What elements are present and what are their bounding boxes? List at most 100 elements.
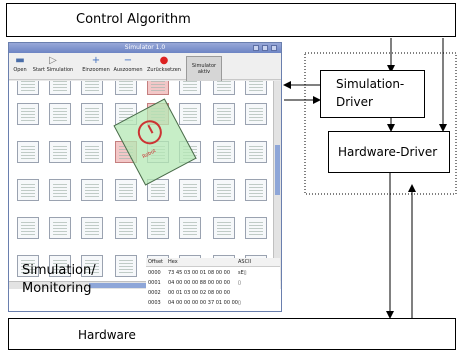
- simulator-window: Simulator 1.0 ▬ Open ▷ Start Simulation …: [8, 42, 282, 312]
- simulator-active-toggle[interactable]: Simulator aktiv: [186, 56, 222, 82]
- horizontal-scrollbar[interactable]: [9, 281, 273, 289]
- hex-row-offset: 0000: [148, 270, 161, 276]
- module-tile: [17, 255, 39, 277]
- maximize-icon[interactable]: [262, 45, 268, 51]
- hex-header-offset: Offset: [148, 259, 164, 265]
- vertical-scrollbar[interactable]: [273, 81, 281, 281]
- module-tile: [81, 217, 103, 239]
- module-tile: [81, 81, 103, 95]
- module-tile: [81, 141, 103, 163]
- driver-group-frame: [304, 52, 457, 195]
- module-tile: [49, 179, 71, 201]
- window-titlebar: Simulator 1.0: [9, 43, 281, 53]
- hex-row-bytes: 04 00 00 00 88 00 00 00: [168, 280, 231, 286]
- hex-table: Offset Hex ASCII 0000 73 45 03 00 01 08 …: [146, 258, 280, 310]
- module-tile: [179, 179, 201, 201]
- robot-label: Robot: [141, 148, 158, 161]
- module-tile: [81, 103, 103, 125]
- hex-header-ascii: ASCII: [238, 259, 252, 265]
- module-tile: [115, 179, 137, 201]
- hex-row-offset: 0002: [148, 290, 161, 296]
- module-tile: [49, 103, 71, 125]
- module-tile: [49, 217, 71, 239]
- hex-row-bytes: 00 01 03 00 02 08 00 00: [168, 290, 231, 296]
- module-tile: [17, 217, 39, 239]
- zoom-out-button[interactable]: − Auszoomen: [113, 55, 143, 73]
- zoom-in-label: Einzoomen: [82, 67, 110, 73]
- control-algorithm-label: Control Algorithm: [76, 12, 191, 27]
- simulation-driver-label-line2: Driver: [336, 95, 373, 109]
- module-tile: [81, 255, 103, 277]
- module-tile: [179, 217, 201, 239]
- module-tile: [81, 179, 103, 201]
- folder-icon: ▬: [15, 55, 25, 66]
- hex-row-ascii: ▯: [238, 280, 241, 286]
- hardware-driver-label: Hardware-Driver: [338, 145, 438, 159]
- module-tile: [17, 103, 39, 125]
- module-tile: [17, 141, 39, 163]
- hex-header: Offset Hex ASCII: [146, 258, 280, 267]
- module-tile: [245, 179, 267, 201]
- open-button[interactable]: ▬ Open: [12, 55, 28, 73]
- module-tile: [49, 141, 71, 163]
- hex-row-offset: 0001: [148, 280, 161, 286]
- minimize-icon[interactable]: [253, 45, 259, 51]
- module-tile: [179, 103, 201, 125]
- simulation-driver-box: [320, 70, 425, 118]
- control-algorithm-box: [6, 3, 456, 37]
- module-tile: [115, 81, 137, 95]
- hex-row-bytes: 04 00 00 00 00 37 01 00 00: [168, 300, 238, 306]
- module-tile: [213, 217, 235, 239]
- module-tile: [245, 141, 267, 163]
- module-tile: [147, 179, 169, 201]
- stop-icon: ●: [159, 55, 169, 66]
- module-tile: [179, 81, 201, 95]
- zoom-in-button[interactable]: + Einzoomen: [81, 55, 111, 73]
- monitoring-area: [9, 289, 145, 311]
- module-tile: [213, 103, 235, 125]
- hex-row-ascii: ▯: [238, 300, 241, 306]
- toolbar: ▬ Open ▷ Start Simulation + Einzoomen − …: [9, 53, 281, 82]
- window-title: Simulator 1.0: [124, 44, 166, 51]
- horizontal-scroll-thumb[interactable]: [89, 283, 184, 288]
- simulation-driver-label-line1: Simulation-: [336, 77, 405, 91]
- module-tile: [245, 217, 267, 239]
- simulation-canvas[interactable]: Robot: [9, 81, 273, 281]
- start-simulation-label: Start Simulation: [32, 67, 74, 73]
- hardware-box: [8, 318, 456, 350]
- module-tile: [115, 217, 137, 239]
- module-tile: [147, 217, 169, 239]
- vertical-scroll-thumb[interactable]: [275, 145, 280, 195]
- zoom-out-label: Auszoomen: [113, 67, 143, 73]
- simulation-monitoring-label-line1: Simulation/: [22, 263, 96, 278]
- hardware-label: Hardware: [78, 328, 136, 342]
- robot-heading-needle: [147, 124, 154, 134]
- minus-icon: −: [123, 55, 133, 66]
- module-tile: [213, 81, 235, 95]
- hex-row-offset: 0003: [148, 300, 161, 306]
- hex-row-ascii: sE▯: [238, 270, 247, 276]
- hex-row-bytes: 73 45 03 00 01 08 00 00: [168, 270, 231, 276]
- reset-label: Zurücksetzen: [147, 67, 181, 73]
- hex-header-hex: Hex: [168, 259, 178, 265]
- module-tile: [115, 255, 137, 277]
- close-icon[interactable]: [271, 45, 277, 51]
- open-button-label: Open: [13, 67, 27, 73]
- module-tile: [17, 81, 39, 95]
- module-tile: [245, 81, 267, 95]
- module-tile: [213, 141, 235, 163]
- simulation-monitoring-label-line2: Monitoring: [22, 281, 92, 296]
- module-tile-highlighted: [147, 81, 169, 95]
- start-simulation-button[interactable]: ▷ Start Simulation: [31, 55, 75, 73]
- module-tile: [245, 103, 267, 125]
- module-tile: [17, 179, 39, 201]
- module-tile: [213, 179, 235, 201]
- robot-heading-icon: [133, 116, 167, 149]
- module-tile: [49, 81, 71, 95]
- reset-button[interactable]: ● Zurücksetzen: [147, 55, 181, 73]
- plus-icon: +: [91, 55, 101, 66]
- hardware-driver-box: [328, 131, 450, 173]
- simulator-active-label: Simulator aktiv: [191, 63, 217, 75]
- play-icon: ▷: [49, 55, 57, 66]
